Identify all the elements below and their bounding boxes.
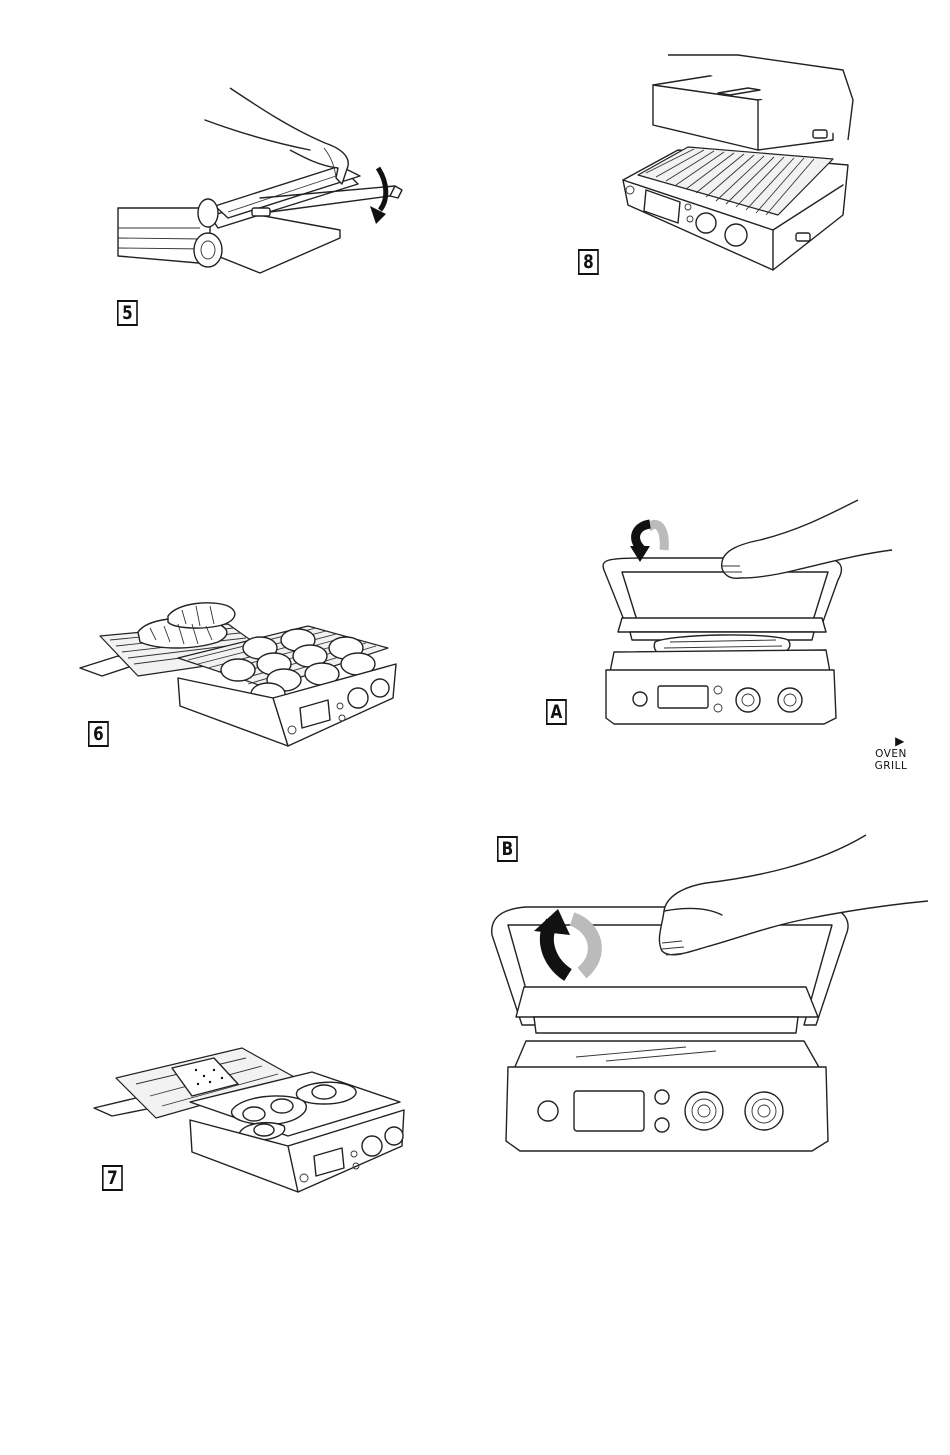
play-triangle-icon: ▶ (884, 734, 916, 748)
figure-label-A: A (546, 699, 567, 725)
figure-label-5: 5 (117, 300, 138, 326)
legend-line-1: OVEN (866, 748, 916, 760)
legend-line-2: GRILL (866, 760, 916, 772)
figure-6-illustration (78, 598, 398, 750)
steaks (138, 603, 235, 648)
figure-label-6: 6 (88, 721, 109, 747)
figure-5-illustration (110, 88, 410, 298)
figure-A-illustration (600, 500, 900, 730)
figure-7-illustration (92, 1048, 410, 1196)
curved-arrow-shadow (572, 919, 595, 973)
curved-down-arrow-icon (378, 168, 386, 210)
figure-label-8: 8 (578, 249, 599, 275)
figure-B-illustration (486, 835, 931, 1155)
figure-label-7: 7 (102, 1165, 123, 1191)
figure-8-illustration (618, 55, 918, 275)
oven-grill-legend: ▶ OVEN GRILL (866, 734, 916, 772)
